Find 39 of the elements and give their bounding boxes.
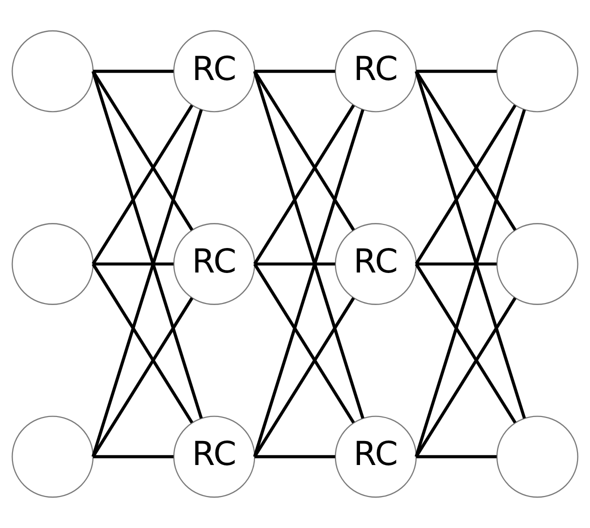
node-circle: RC [334,416,417,498]
connector [253,70,355,231]
connector [414,70,516,231]
connector [92,263,194,424]
connector [92,104,194,265]
node-circle [12,416,94,498]
connector [253,263,355,424]
connector [253,109,364,458]
node-circle: RC [334,223,417,305]
node-circle [12,223,94,305]
connector [414,104,516,265]
connector [93,455,174,458]
connector [416,70,497,73]
connector [253,297,355,458]
connector [414,263,516,424]
connector [93,70,174,73]
node-circle [496,416,578,498]
connector [416,455,497,458]
connector [414,109,526,458]
node-circle: RC [173,416,256,498]
connector [92,70,203,419]
node-circle: RC [173,30,256,112]
connector [253,104,355,265]
connector [416,262,497,266]
connector [254,70,336,73]
node-circle [496,223,578,305]
node-circle [12,30,94,112]
connector [93,262,174,266]
connector [92,297,194,458]
node-circle: RC [334,30,417,112]
connector [253,70,364,419]
connector [414,297,516,458]
connector [92,70,194,231]
connector [254,455,336,458]
connector [254,262,336,266]
connector [414,70,526,419]
node-circle: RC [173,223,256,305]
connector [92,109,203,458]
node-circle [496,30,578,112]
